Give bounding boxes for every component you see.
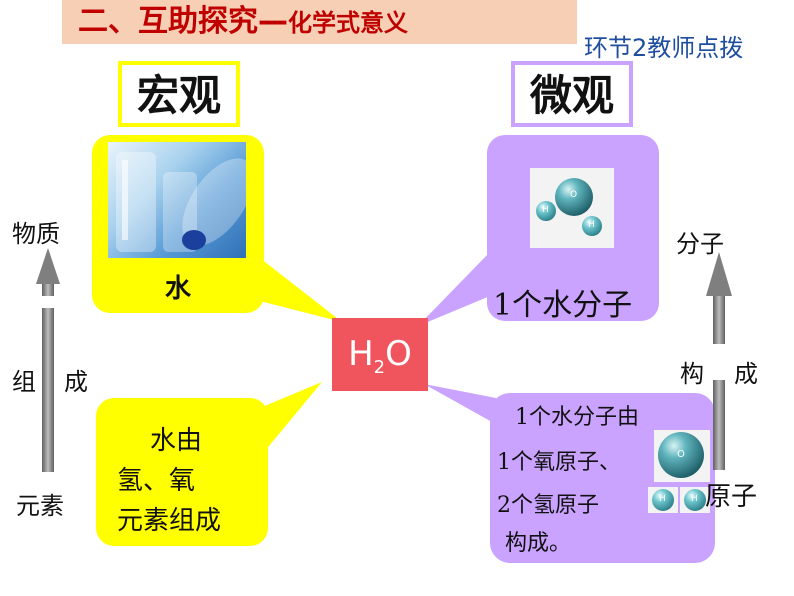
molecule-o-label: O — [570, 190, 578, 200]
oxygen-atom-icon — [654, 430, 710, 482]
macro-water-label: 水 — [165, 274, 192, 304]
right-axis-top-label: 分子 — [676, 230, 724, 258]
left-axis-top-label: 物质 — [12, 220, 60, 248]
macro-desc-line-1: 水由 — [150, 426, 203, 456]
micro-desc-line-3: 2个氢原子 — [497, 493, 599, 518]
title-bar — [62, 0, 577, 44]
micro-molecule-label: 1个水分子 — [493, 288, 633, 323]
section-note: 环节2教师点拨 — [584, 34, 744, 62]
macro-bubble-bottom — [96, 382, 322, 546]
left-axis-bottom-label: 元素 — [16, 492, 64, 520]
micro-heading: 微观 — [511, 61, 633, 127]
macro-heading: 宏观 — [118, 61, 240, 127]
page-title: 二、互助探究—化学式意义 — [78, 4, 408, 39]
right-axis-middle-2: 成 — [734, 360, 758, 388]
water-molecule-icon — [530, 168, 614, 248]
macro-desc-line-2: 氢、氧 — [117, 466, 196, 496]
molecule-h2-label: H — [588, 220, 595, 230]
hydrogen-atoms-icon — [648, 487, 710, 513]
oxygen-atom-label: O — [677, 449, 685, 460]
molecule-h1-label: H — [542, 205, 549, 215]
micro-desc-line-4: 构成。 — [505, 531, 572, 556]
micro-desc-line-2: 1个氧原子、 — [497, 450, 621, 475]
left-up-arrow — [36, 248, 60, 472]
right-up-arrow — [706, 252, 732, 470]
hydrogen-atom-1-label: H — [659, 494, 666, 504]
micro-desc-line-1: 1个水分子由 — [515, 405, 639, 430]
right-axis-bottom-label: 原子 — [705, 482, 758, 512]
hydrogen-atom-2-label: H — [691, 494, 698, 504]
left-axis-middle-1: 组 — [12, 368, 36, 396]
left-axis-middle-2: 成 — [64, 368, 88, 396]
water-bottles-photo — [108, 142, 246, 258]
right-axis-middle-1: 构 — [680, 360, 704, 388]
macro-desc-line-3: 元素组成 — [117, 506, 222, 536]
h2o-formula: H2O — [332, 318, 428, 391]
